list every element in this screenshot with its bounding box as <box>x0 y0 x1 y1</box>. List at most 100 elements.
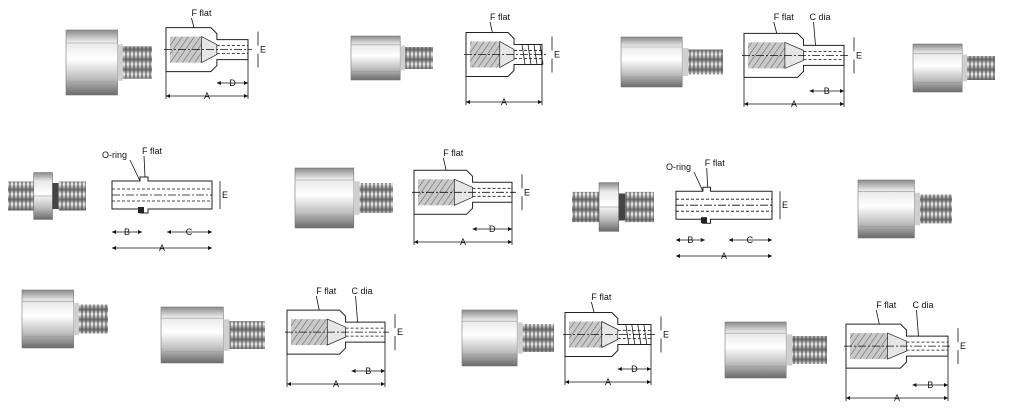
arrowhead <box>912 383 917 387</box>
label-f-flat: F flat <box>876 300 897 310</box>
arrowhead <box>700 238 705 242</box>
arrowhead <box>414 240 418 244</box>
label-dim-a: A <box>605 377 611 387</box>
label-dim-e: E <box>663 330 669 340</box>
arrowhead <box>244 81 248 85</box>
thread-end <box>792 336 827 364</box>
label-f-flat: F flat <box>490 12 511 22</box>
arrowhead <box>166 94 170 98</box>
label-f-flat: F flat <box>142 146 163 156</box>
label-dim-a: A <box>333 379 339 389</box>
arrowhead <box>381 382 385 386</box>
arrowhead <box>287 382 291 386</box>
arrowhead <box>744 102 748 106</box>
thread-end <box>522 324 554 352</box>
product-photo-11 <box>572 182 654 232</box>
thread-end <box>572 191 600 223</box>
hex-body <box>620 36 683 88</box>
arrowhead <box>472 227 477 231</box>
arrowhead <box>617 367 622 371</box>
arrowhead <box>244 94 248 98</box>
arrowhead <box>944 396 948 400</box>
product-photo-9 <box>294 167 393 229</box>
neck <box>682 48 689 76</box>
neck <box>353 181 360 215</box>
hex-body <box>294 167 355 229</box>
arrowhead <box>768 254 772 258</box>
o-ring-section <box>138 207 144 213</box>
hex-body <box>724 321 787 379</box>
label-dim-e: E <box>856 50 862 60</box>
thread-end <box>8 181 34 211</box>
arrowhead <box>167 230 171 234</box>
label-o-ring: O-ring <box>666 162 691 172</box>
product-photo-15 <box>160 306 265 364</box>
arrowhead <box>208 246 212 250</box>
label-dim-a: A <box>894 393 900 403</box>
thread-end <box>229 321 265 349</box>
label-f-flat: F flat <box>774 12 795 22</box>
arrowhead <box>216 81 221 85</box>
label-dim-b: B <box>824 86 830 96</box>
neck <box>400 45 406 71</box>
thread-end <box>625 191 654 223</box>
bore-taper <box>326 318 346 346</box>
label-dim-e: E <box>260 45 266 55</box>
arrowhead <box>112 246 116 250</box>
neck <box>786 334 793 366</box>
hex-body <box>21 289 74 349</box>
arrowhead <box>508 227 512 231</box>
neck <box>962 54 968 82</box>
hex-body <box>350 35 401 81</box>
label-dim-d: D <box>631 364 638 374</box>
arrowhead <box>676 238 680 242</box>
product-photo-2 <box>350 35 433 81</box>
arrowhead <box>647 380 651 384</box>
arrowhead <box>466 100 470 104</box>
neck <box>73 302 79 336</box>
arrowhead <box>208 230 212 234</box>
product-photo-19 <box>724 321 827 379</box>
label-dim-c: C <box>747 235 754 245</box>
arrowhead <box>944 383 948 387</box>
label-dim-d: D <box>489 224 496 234</box>
arrowhead <box>846 396 850 400</box>
product-photo-13 <box>857 179 952 239</box>
label-f-flat: F flat <box>191 8 212 18</box>
product-photo-0 <box>65 29 152 96</box>
neck <box>517 322 523 354</box>
product-photo-7 <box>8 172 86 220</box>
thread-end <box>688 49 723 75</box>
label-dim-b: B <box>927 380 933 390</box>
thread-end <box>967 56 995 80</box>
label-dim-a: A <box>721 251 727 261</box>
label-f-flat: F flat <box>316 286 337 296</box>
hex-body <box>857 179 915 239</box>
label-dim-a: A <box>791 99 797 109</box>
arrowhead <box>538 100 542 104</box>
label-dim-e: E <box>554 50 560 60</box>
label-dim-d: D <box>229 78 236 88</box>
label-dim-a: A <box>204 91 210 101</box>
label-dim-b: B <box>365 366 371 376</box>
product-photo-17 <box>461 309 554 367</box>
arrowhead <box>840 89 844 93</box>
thread-end <box>405 47 433 69</box>
product-photo-14 <box>21 289 108 349</box>
arrowhead <box>112 230 116 234</box>
label-dim-e: E <box>960 341 966 351</box>
label-f-flat: F flat <box>443 148 464 158</box>
arrowhead <box>647 367 651 371</box>
arrowhead <box>351 369 356 373</box>
arrowhead <box>565 380 569 384</box>
arrowhead <box>768 238 772 242</box>
label-dim-a: A <box>159 243 165 253</box>
product-photo-4 <box>620 36 723 88</box>
arrowhead <box>381 369 385 373</box>
arrowhead <box>809 89 814 93</box>
